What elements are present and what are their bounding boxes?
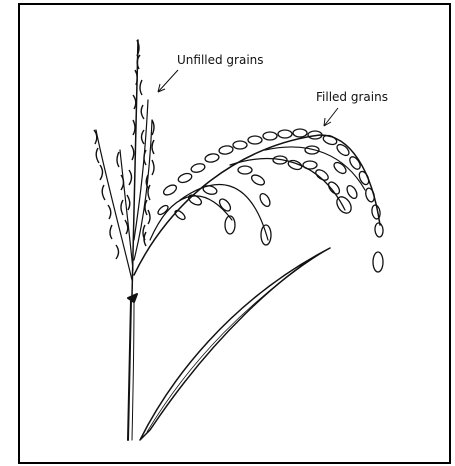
drooping-rachis — [134, 135, 380, 275]
unfilled-grains-label: Unfilled grains — [177, 53, 264, 67]
flag-leaf-vein — [147, 255, 318, 432]
culm-stem-edge — [132, 300, 134, 440]
annotation-arrows — [158, 70, 338, 126]
flag-leaf — [140, 248, 330, 440]
filled-grain-cluster — [156, 129, 383, 272]
filled-grains-label: Filled grains — [316, 90, 388, 104]
drooping-branch — [180, 185, 268, 240]
filled-arrow — [324, 108, 338, 126]
unfilled-arrow — [158, 70, 178, 92]
culm-stem — [128, 300, 131, 440]
